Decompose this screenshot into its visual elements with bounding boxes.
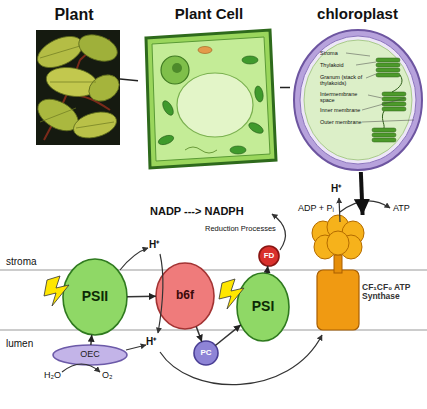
reduction-arrow: [272, 214, 285, 250]
node-label: PSII: [62, 258, 128, 336]
vacuole: [177, 73, 253, 137]
nucleolus: [172, 63, 182, 73]
light-bolt: [44, 276, 69, 306]
product-label: ATP: [393, 203, 423, 213]
leaf: [75, 30, 121, 66]
node-shape: [237, 273, 289, 341]
node-shape: [53, 345, 127, 365]
part-label: Stroma: [320, 50, 370, 56]
connector: [120, 79, 138, 81]
membrane-line: [0, 269, 427, 270]
connector: [127, 296, 156, 298]
process-label: Reduction Processes: [205, 225, 280, 234]
proton-label: H⁺: [149, 239, 169, 251]
inner-membrane: [300, 36, 416, 164]
node-label: FD: [258, 245, 280, 267]
proton-label: H⁺: [331, 183, 351, 195]
node-shape: [156, 263, 214, 329]
photosystem-i: PSI: [236, 272, 290, 342]
cf0-base: [317, 270, 359, 330]
cell-chloroplast: [242, 56, 258, 64]
outer-membrane: [294, 30, 422, 170]
node-shape: [63, 259, 127, 335]
node-shape: [194, 341, 218, 365]
part-label: Outer membrane: [320, 119, 370, 125]
water-split-arrow: [62, 364, 100, 372]
ferredoxin: FD: [258, 245, 280, 267]
molecule-label: H₂O: [44, 370, 74, 380]
proton-label: H⁺: [146, 336, 166, 348]
reactant-label: ADP + Pᵢ: [298, 203, 343, 213]
node-label: PC: [193, 340, 219, 366]
connector: [90, 335, 92, 345]
nucleus: [161, 56, 189, 84]
plastocyanin: PC: [193, 340, 219, 366]
proton-arrow: [126, 345, 146, 350]
plant-photo-panel: Plant: [28, 4, 120, 146]
connector: [215, 325, 241, 346]
cell-chloroplast: [247, 121, 265, 136]
connector: [266, 266, 268, 273]
proton-exit-arrow: [339, 198, 340, 222]
stroma-region: [304, 40, 412, 160]
mitochondrion: [198, 47, 212, 54]
node-label: CF₁CF₀ ATP Synthase: [362, 283, 424, 302]
node-shape: [259, 246, 279, 266]
leaf: [84, 70, 124, 107]
endoplasmic-reticulum: [185, 147, 217, 153]
reaction-label: NADP ---> NADPH: [150, 205, 285, 218]
panel-heading: Plant Cell: [138, 6, 280, 23]
plant-cell-panel: Plant Cell: [138, 4, 280, 170]
connector: [361, 172, 363, 215]
part-label: Intermembrane space: [320, 91, 368, 104]
part-label: Granum (stack of thylakoids): [320, 74, 366, 87]
cytochrome-b6f: b6f: [155, 262, 215, 330]
chloroplast-panel: chloroplast: [290, 4, 425, 172]
proton-arrow: [158, 254, 163, 333]
cf1-subunit: [327, 231, 349, 255]
compartment-label: lumen: [6, 338, 51, 350]
granum-stack: [372, 58, 406, 142]
node-outline: [305, 215, 425, 337]
part-label: Inner membrane: [320, 107, 370, 113]
cell-membrane: [152, 37, 270, 161]
plant-cell-drawing: [146, 30, 276, 168]
connector: [280, 87, 290, 89]
oxygen-evolving-complex: OEC: [52, 344, 128, 366]
proton-arrow: [120, 248, 148, 270]
panel-heading: chloroplast: [290, 6, 425, 23]
synthase-stalk: [334, 255, 342, 273]
leaf-vein: [40, 46, 114, 128]
cell-chloroplast: [230, 146, 246, 154]
cell-wall: [146, 30, 276, 168]
node-label: OEC: [52, 344, 128, 366]
cell-chloroplast: [161, 99, 176, 117]
molecule-label: O₂: [102, 370, 132, 380]
panel-heading: Plant: [28, 6, 120, 24]
compartment-label: stroma: [6, 256, 51, 268]
node-label: b6f: [155, 262, 215, 330]
cell-chloroplast: [254, 85, 265, 102]
photosystem-ii: PSII: [62, 258, 128, 336]
chloroplast-drawing: [294, 30, 422, 170]
connector: [196, 326, 202, 341]
phosphorylation-arrow: [340, 201, 390, 212]
plant-photo: [32, 30, 123, 145]
atp-synthase: CF₁CF₀ ATP Synthase: [305, 215, 425, 337]
membrane-line: [0, 329, 427, 330]
part-label: Thylakoid: [320, 62, 370, 68]
light-bolt: [219, 279, 244, 309]
node-label: PSI: [236, 272, 290, 342]
proton-gradient-arrow: [160, 335, 322, 385]
cell-chloroplast: [157, 134, 175, 147]
